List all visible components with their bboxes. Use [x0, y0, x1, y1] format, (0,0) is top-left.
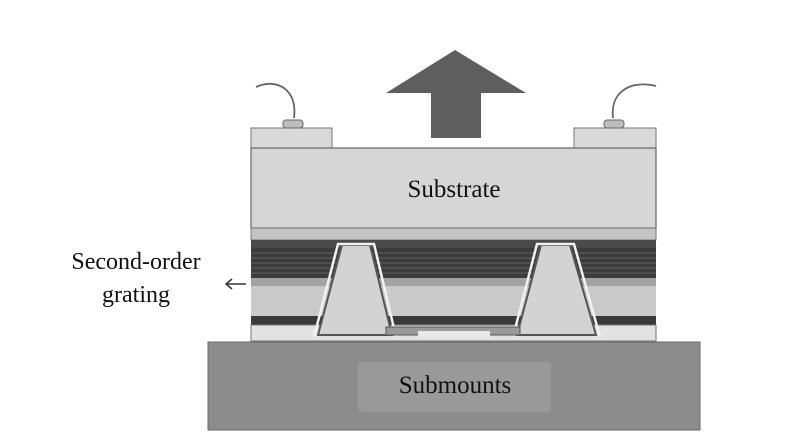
center-contact-gap	[418, 331, 490, 338]
right-electrode-pad	[573, 127, 657, 151]
buffer-layer	[250, 227, 657, 241]
grating-label-line1: Second-order	[71, 249, 200, 275]
submount-label-plate	[358, 362, 551, 412]
left-wire	[255, 82, 296, 119]
mid-layer	[251, 278, 656, 286]
dark-layer-top	[251, 240, 656, 248]
left-mesa-coating	[312, 242, 398, 338]
emission-arrow	[386, 50, 526, 138]
right-contact-bump	[603, 119, 625, 129]
substrate-label: Substrate	[407, 176, 500, 203]
stripe-lines	[251, 252, 656, 274]
submounts-label: Submounts	[399, 372, 512, 399]
lower-dark-layer	[251, 316, 656, 325]
light-layer	[251, 286, 656, 316]
grating-label-line2: grating	[102, 282, 170, 308]
right-mesa-coating	[511, 242, 602, 338]
grating-pointer-arrow	[224, 278, 246, 290]
left-contact-bump	[282, 119, 304, 129]
right-wire	[611, 83, 657, 119]
left-electrode-pad	[250, 127, 333, 151]
substrate-block	[250, 147, 657, 229]
